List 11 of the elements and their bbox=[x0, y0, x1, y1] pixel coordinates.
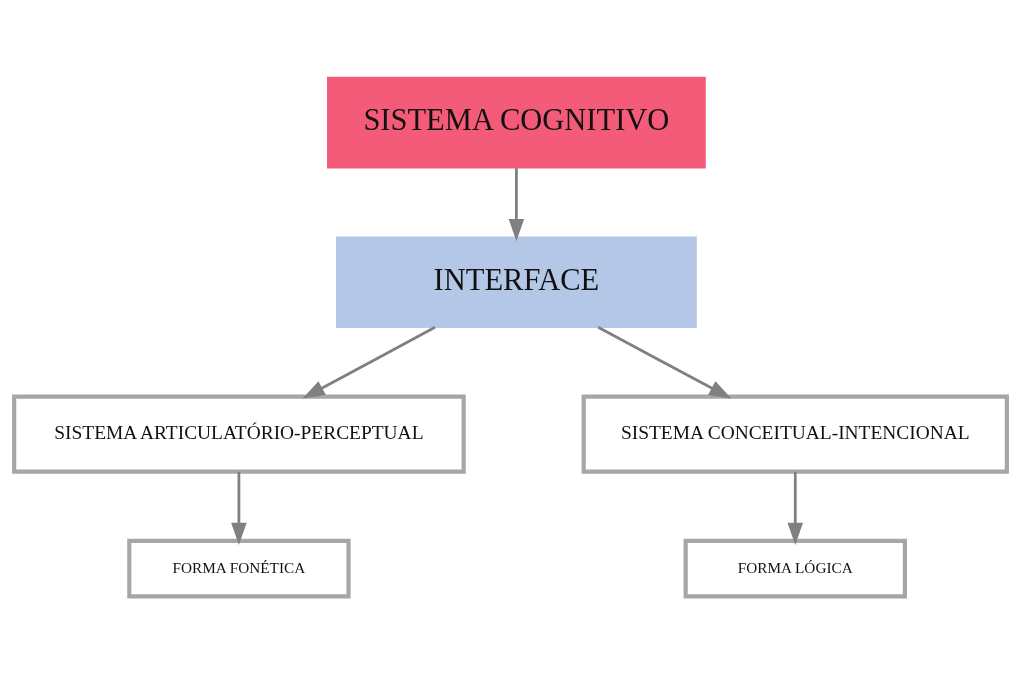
arrow bbox=[231, 471, 247, 545]
node-box: INTERFACE bbox=[336, 235, 697, 328]
node-box: FORMA LÓGICA bbox=[683, 538, 907, 599]
node-box: FORMA FONÉTICA bbox=[127, 538, 351, 599]
arrow bbox=[302, 325, 436, 398]
arrow bbox=[787, 471, 804, 545]
node-box: SISTEMA ARTICULATÓRIO-PERCEPTUAL bbox=[12, 394, 466, 474]
node-box: SISTEMA CONCEITUAL-INTENCIONAL bbox=[581, 394, 1009, 474]
node-box: SISTEMA COGNITIVO bbox=[327, 76, 706, 168]
arrow bbox=[508, 167, 525, 241]
arrow bbox=[597, 325, 732, 398]
